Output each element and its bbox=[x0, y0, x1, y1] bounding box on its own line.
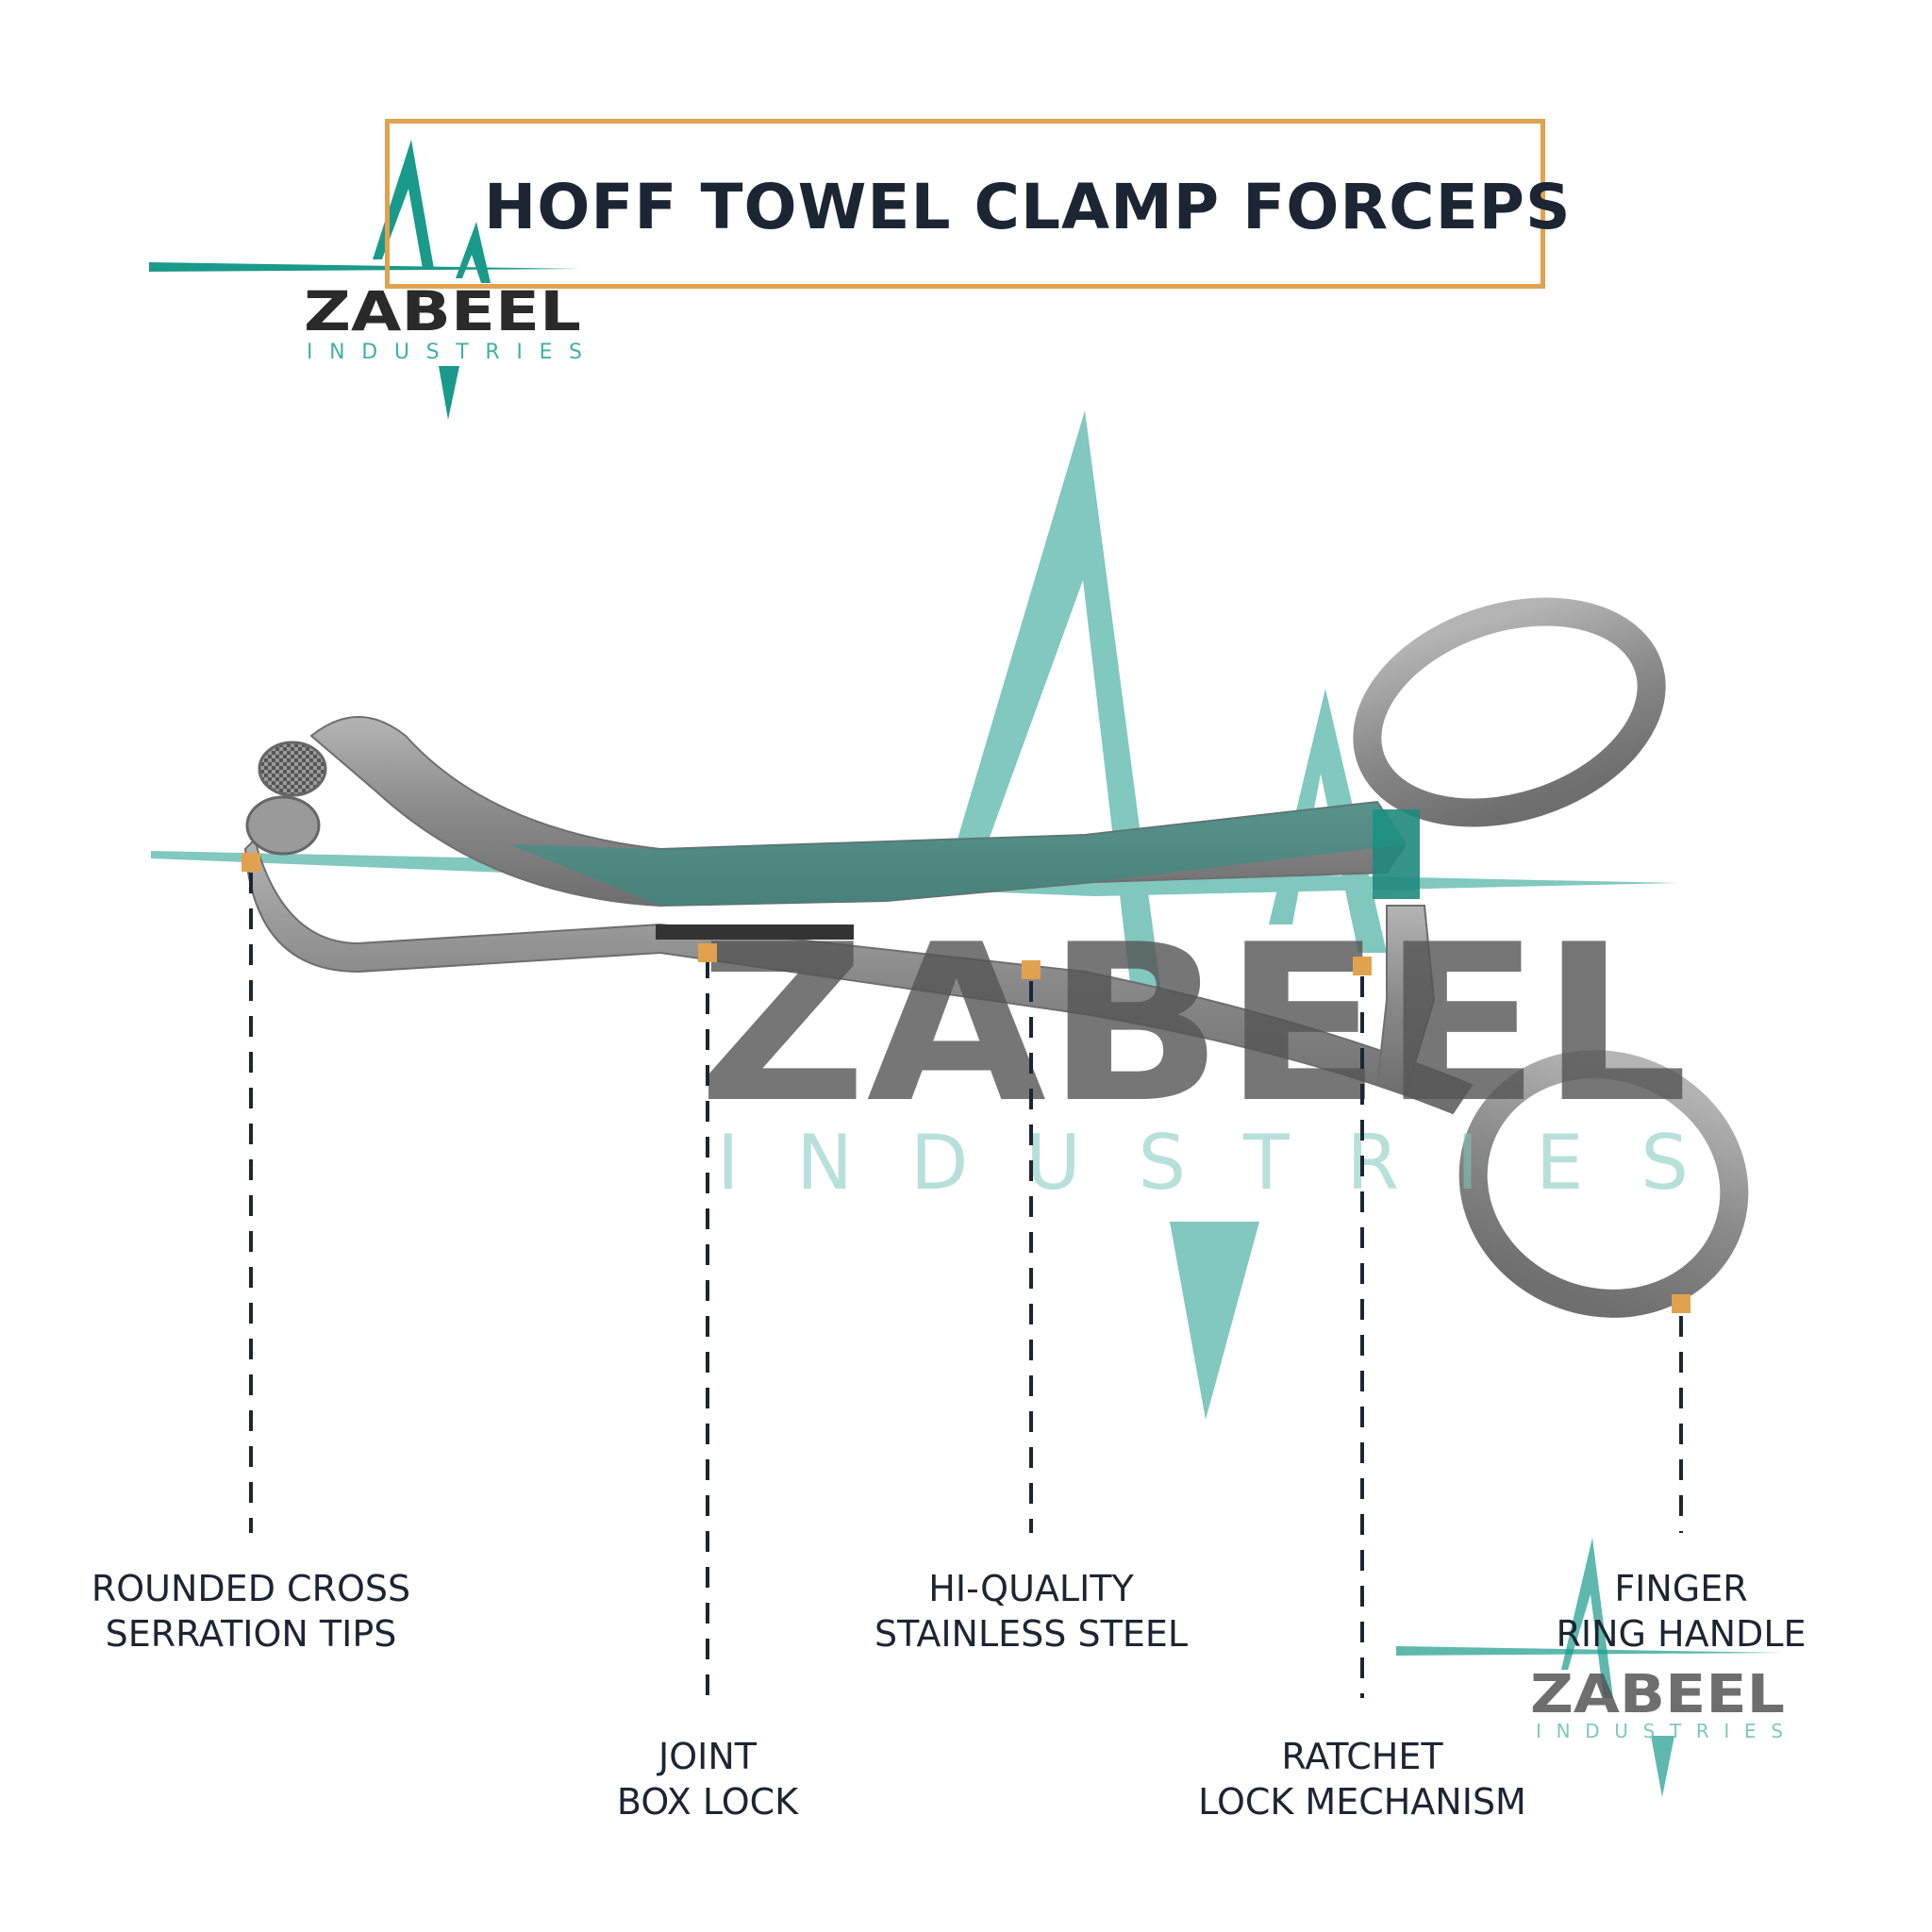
watermark-brand-name: ZABEEL bbox=[698, 899, 1689, 1151]
callout-label-box-lock: JOINT BOX LOCK bbox=[617, 1734, 798, 1824]
watermark-pulse-icon bbox=[943, 410, 1162, 1000]
callout-label-line: SERRATION TIPS bbox=[105, 1613, 397, 1655]
callout-markers bbox=[242, 853, 1690, 1313]
title-box: HOFF TOWEL CLAMP FORCEPS bbox=[385, 119, 1571, 289]
serrated-tip-upper bbox=[258, 741, 327, 797]
forceps-illustration bbox=[243, 597, 1749, 1318]
callout-marker-steel bbox=[1022, 960, 1041, 979]
footer-pulse-icon bbox=[1561, 1538, 1613, 1698]
header-brand-name: ZABEEL bbox=[304, 279, 581, 343]
callout-label-line: BOX LOCK bbox=[616, 1781, 799, 1823]
serrated-tip-lower bbox=[245, 795, 321, 856]
callout-marker-box-lock bbox=[698, 943, 717, 962]
callout-label-tips: ROUNDED CROSS SERRATION TIPS bbox=[92, 1566, 410, 1657]
callout-marker-tips bbox=[242, 853, 260, 872]
footer-brand-name: ZABEEL bbox=[1530, 1664, 1785, 1725]
callout-marker-ratchet bbox=[1353, 957, 1372, 975]
callout-label-line: HI-QUALITY bbox=[928, 1568, 1134, 1609]
callout-lines bbox=[249, 873, 1683, 1698]
ratchet-block bbox=[1373, 809, 1420, 899]
watermark-wordmark: ZABEEL INDUSTRIES bbox=[698, 899, 1689, 1207]
callout-label-line: FINGER bbox=[1614, 1568, 1748, 1609]
callout-label-ratchet: RATCHET LOCK MECHANISM bbox=[1198, 1734, 1526, 1824]
callout-label-line: RING HANDLE bbox=[1556, 1613, 1807, 1655]
callout-label-steel: HI-QUALITY STAINLESS STEEL bbox=[874, 1566, 1188, 1657]
callout-marker-handle bbox=[1672, 1294, 1690, 1313]
header-brand-subtitle: INDUSTRIES bbox=[307, 341, 582, 364]
upper-finger-ring bbox=[1353, 597, 1666, 827]
callout-label-line: RATCHET bbox=[1281, 1736, 1443, 1777]
callout-label-line: JOINT bbox=[658, 1736, 757, 1777]
page-title: HOFF TOWEL CLAMP FORCEPS bbox=[484, 171, 1572, 243]
watermark-overlay bbox=[509, 802, 1406, 906]
lower-finger-ring bbox=[1458, 1050, 1749, 1318]
callout-label-handle: FINGER RING HANDLE bbox=[1557, 1566, 1807, 1657]
callout-label-line: STAINLESS STEEL bbox=[874, 1613, 1189, 1655]
callout-label-line: LOCK MECHANISM bbox=[1198, 1781, 1526, 1823]
box-lock-joint bbox=[656, 924, 854, 940]
callout-label-line: ROUNDED CROSS bbox=[91, 1568, 411, 1609]
